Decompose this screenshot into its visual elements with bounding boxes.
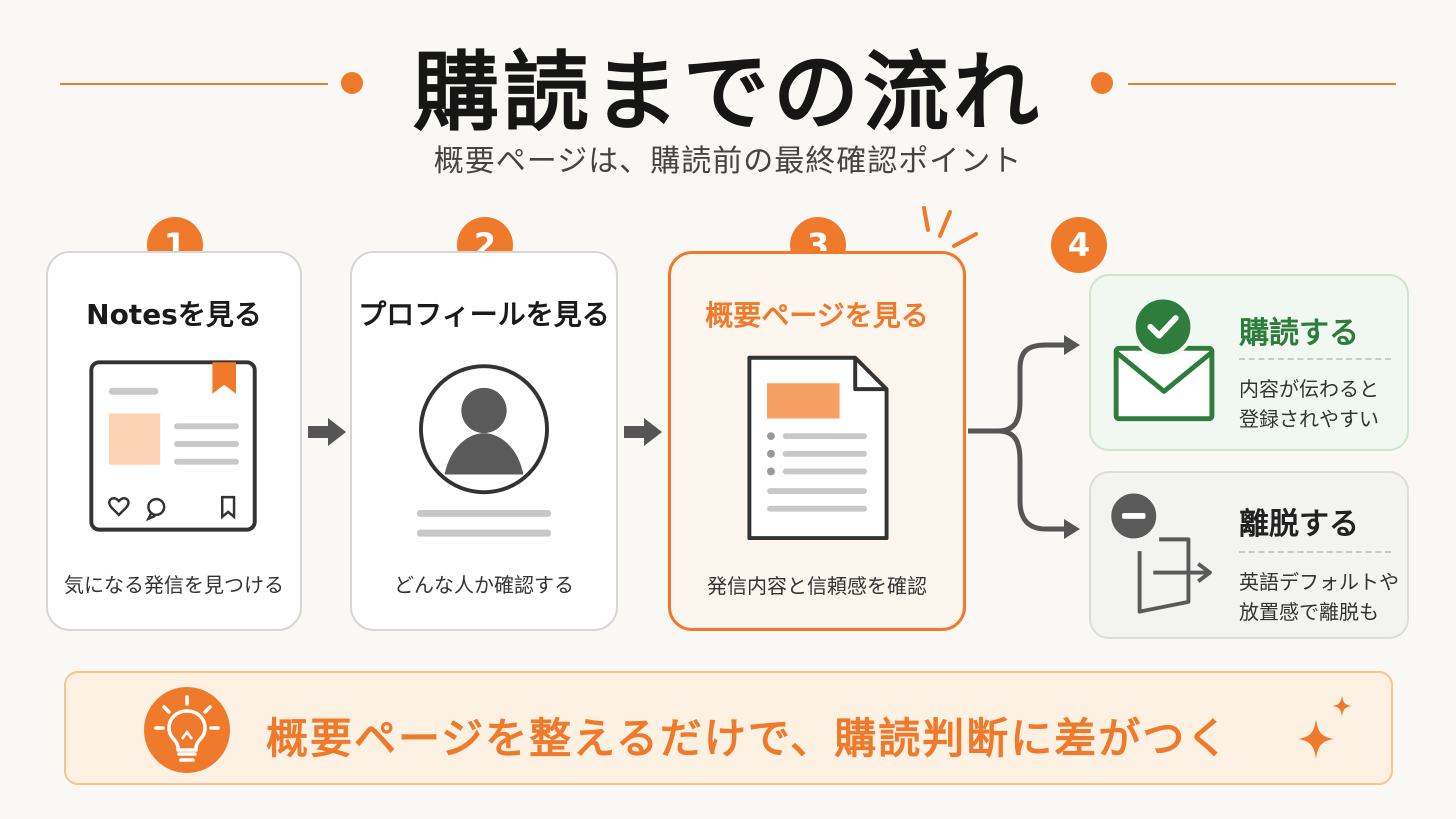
- tip-banner-text: 概要ページを整えるだけで、購読判断に差がつく: [266, 714, 1231, 763]
- tip-banner: 概要ページを整えるだけで、購読判断に差がつく: [64, 671, 1393, 785]
- subscribe-title: 購読する: [1239, 316, 1359, 351]
- leave-desc-line2: 放置感で離脱も: [1239, 600, 1379, 624]
- title-rule-right: [1128, 83, 1396, 85]
- branch-connector: [968, 335, 1080, 539]
- step-1-title: Notesを見る: [86, 298, 262, 331]
- exit-door-icon: [1107, 489, 1212, 614]
- arrow-right-icon: [308, 418, 346, 446]
- leave-desc-line1: 英語デフォルトや: [1239, 570, 1399, 594]
- step-4-badge: 4: [1051, 217, 1107, 273]
- leave-divider: [1239, 551, 1391, 553]
- envelope-check-icon: [1113, 295, 1215, 422]
- step-2-description: どんな人か確認する: [394, 573, 574, 597]
- page-title: 購読までの流れ: [413, 43, 1043, 143]
- note-card-icon: [89, 360, 257, 532]
- sparkle-icon: [1298, 695, 1352, 759]
- leave-title: 離脱する: [1239, 507, 1359, 542]
- profile-avatar-icon: [417, 364, 551, 537]
- document-icon: [747, 355, 889, 541]
- step-2-title: プロフィールを見る: [358, 298, 610, 331]
- title-dot-right: [1091, 72, 1113, 94]
- step-3-title: 概要ページを見る: [705, 299, 929, 332]
- emphasis-rays: [922, 206, 978, 248]
- title-dot-left: [341, 72, 363, 94]
- step-2-card: プロフィールを見る どんな人か確認する: [350, 251, 618, 631]
- lightbulb-icon: [144, 687, 230, 773]
- step-3-card: 概要ページを見る 発信内容と信頼感を確認: [668, 251, 966, 631]
- step-3-description: 発信内容と信頼感を確認: [707, 574, 927, 598]
- arrow-right-icon: [624, 418, 662, 446]
- subscribe-desc-line2: 登録されやすい: [1239, 407, 1379, 431]
- title-rule-left: [60, 83, 328, 85]
- subscribe-outcome-card: 購読する 内容が伝わると 登録されやすい: [1089, 274, 1409, 451]
- step-1-description: 気になる発信を見つける: [64, 573, 284, 597]
- leave-outcome-card: 離脱する 英語デフォルトや 放置感で離脱も: [1089, 471, 1409, 639]
- subscribe-desc-line1: 内容が伝わると: [1239, 377, 1379, 401]
- page-subtitle: 概要ページは、購読前の最終確認ポイント: [433, 144, 1023, 179]
- step-1-card: Notesを見る 気になる発信を見つける: [46, 251, 302, 631]
- subscribe-divider: [1239, 358, 1391, 360]
